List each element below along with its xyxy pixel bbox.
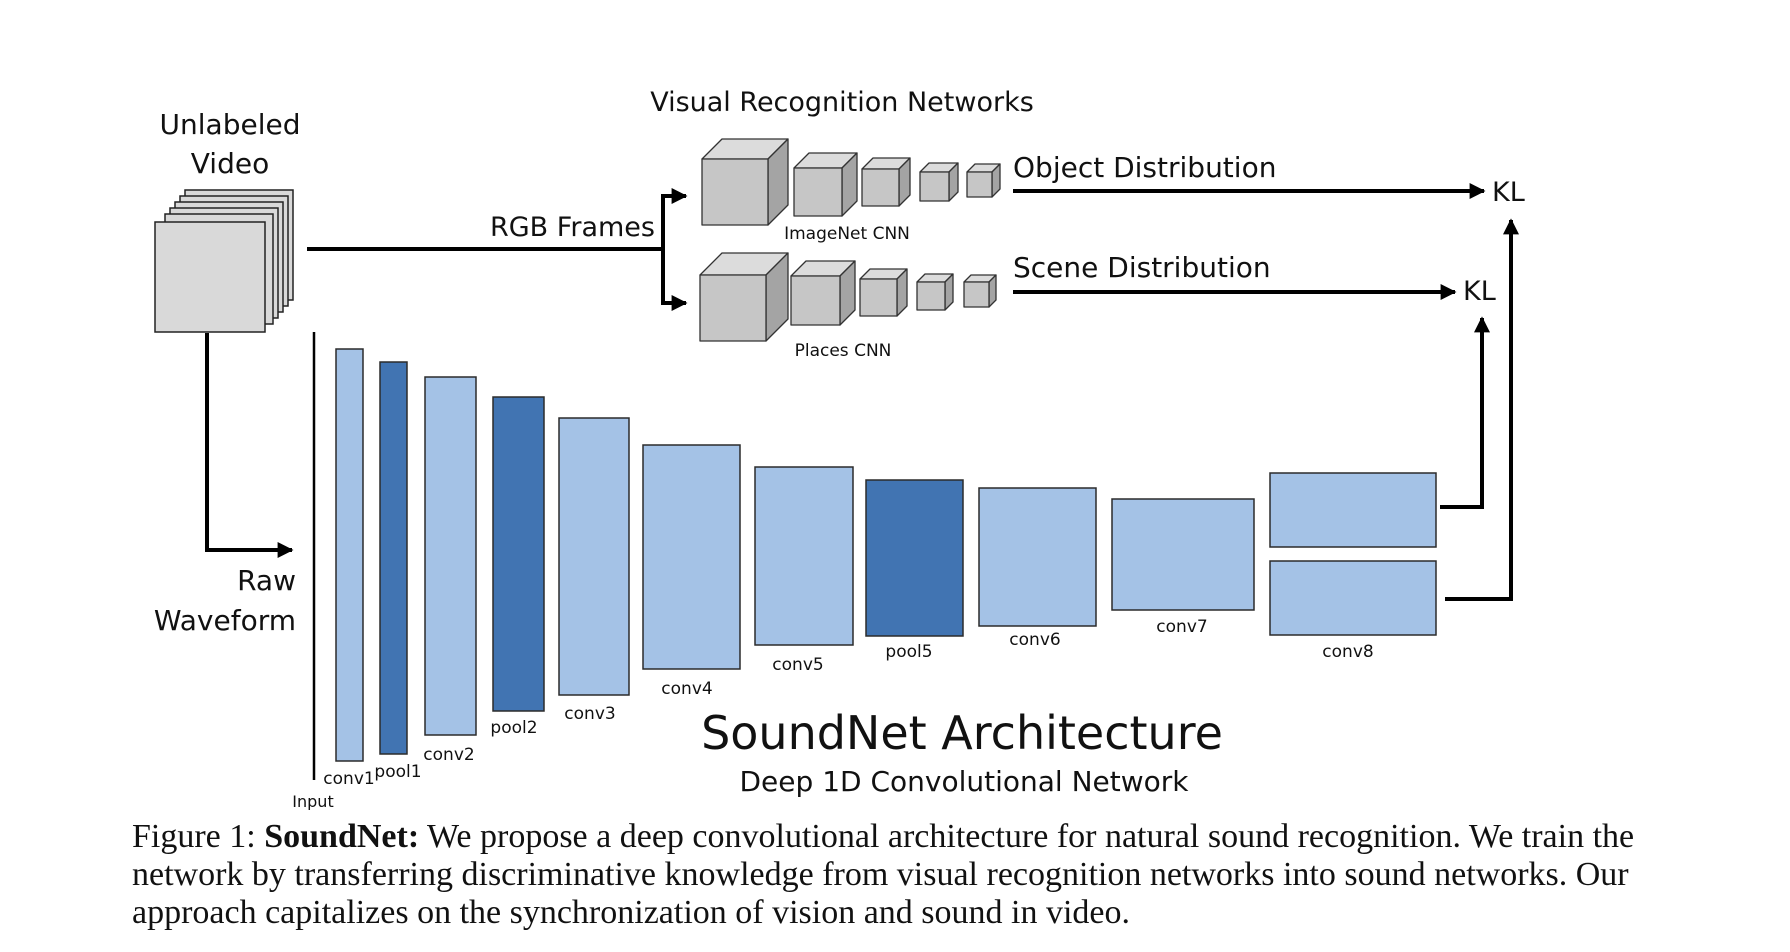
visual-networks-title: Visual Recognition Networks xyxy=(650,87,1034,118)
layer-conv3-block xyxy=(558,417,630,696)
imagenet-cube-5 xyxy=(966,163,1001,198)
layer-pool1-label: pool1 xyxy=(374,762,421,782)
soundnet-diagram: Unlabeled Video RGB Frames Raw Waveform … xyxy=(154,87,1525,810)
imagenet-cube-1 xyxy=(701,138,789,226)
places-cube-4 xyxy=(916,273,954,311)
raw-waveform-line2: Waveform xyxy=(154,604,296,637)
raw-waveform-arrow xyxy=(205,333,294,558)
input-label: Input xyxy=(292,792,333,810)
layer-conv6-block xyxy=(978,487,1097,627)
layer-conv2-block xyxy=(424,376,477,736)
imagenet-cnn-cubes xyxy=(701,138,1001,226)
layer-conv6-label: conv6 xyxy=(1009,630,1060,650)
kl-object-label: KL xyxy=(1492,177,1525,208)
layer-conv5-label: conv5 xyxy=(772,655,823,675)
layer-conv1-label: conv1 xyxy=(323,769,374,789)
video-frames-stack xyxy=(154,189,294,333)
layer-conv1-block xyxy=(335,348,364,762)
layer-conv4-label: conv4 xyxy=(661,679,712,699)
kl-scene-label: KL xyxy=(1463,276,1496,307)
places-cnn-label: Places CNN xyxy=(795,341,892,361)
object-distribution-label: Object Distribution xyxy=(1013,151,1276,184)
layer-conv8-block-1-block xyxy=(1269,472,1437,548)
caption-prefix: Figure 1: xyxy=(132,818,265,855)
imagenet-cube-4 xyxy=(919,162,959,202)
caption-bold: SoundNet: xyxy=(264,818,420,855)
layer-conv5-block xyxy=(754,466,854,646)
soundnet-title: SoundNet Architecture xyxy=(701,706,1223,760)
caption-text: We propose a deep convolutional architec… xyxy=(132,818,1635,931)
imagenet-cube-3 xyxy=(861,157,911,207)
places-cube-5 xyxy=(963,274,997,308)
layer-conv7-block xyxy=(1111,498,1255,611)
places-cube-1 xyxy=(699,252,789,342)
soundnet-subtitle: Deep 1D Convolutional Network xyxy=(740,765,1190,798)
layer-pool2-label: pool2 xyxy=(490,718,537,738)
video-title-line1: Unlabeled xyxy=(160,108,301,141)
layer-conv4-block xyxy=(642,444,741,670)
raw-waveform-line1: Raw xyxy=(237,564,296,597)
layer-pool5-block xyxy=(865,479,964,637)
rgb-frames-connector xyxy=(307,188,688,311)
video-title-line2: Video xyxy=(191,147,269,180)
imagenet-cnn-label: ImageNet CNN xyxy=(784,224,910,244)
layer-pool1-block xyxy=(379,361,408,755)
layer-conv2-label: conv2 xyxy=(423,745,474,765)
layer-conv8-label: conv8 xyxy=(1322,642,1373,662)
layer-pool5-label: pool5 xyxy=(885,642,932,662)
imagenet-cube-2 xyxy=(793,152,858,217)
layer-conv7-label: conv7 xyxy=(1156,617,1207,637)
layer-conv8-block-2-block xyxy=(1269,560,1437,636)
conv8-output-connectors xyxy=(1440,218,1519,601)
places-cube-2 xyxy=(790,260,856,326)
layer-pool2-block xyxy=(492,396,545,712)
scene-distribution-label: Scene Distribution xyxy=(1013,251,1271,284)
places-cnn-cubes xyxy=(699,252,997,342)
layer-conv3-label: conv3 xyxy=(564,704,615,724)
figure-caption: Figure 1: SoundNet: We propose a deep co… xyxy=(132,818,1692,932)
places-cube-3 xyxy=(859,268,908,317)
rgb-frames-label: RGB Frames xyxy=(490,212,655,243)
